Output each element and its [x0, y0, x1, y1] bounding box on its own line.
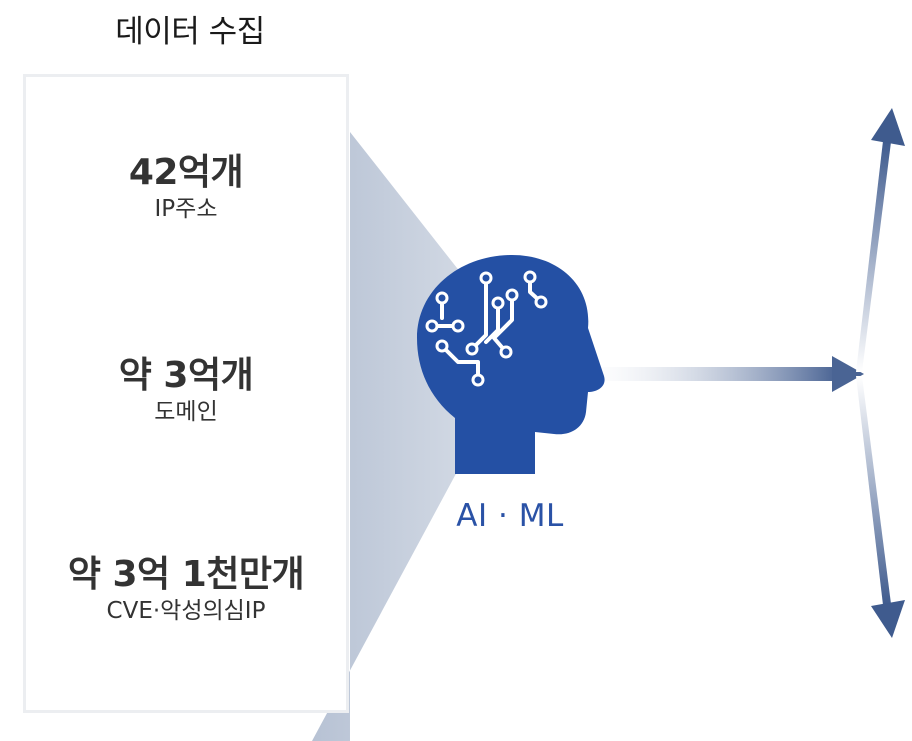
ai-head-icon — [417, 255, 605, 474]
stat-label: IP주소 — [154, 196, 218, 222]
stat-value: 약 3억개 — [118, 355, 254, 396]
stat-domain: 약 3억개 도메인 — [23, 355, 349, 427]
branch-up-arrow — [856, 108, 905, 372]
stat-value: 약 3억 1천만개 — [67, 554, 305, 595]
data-card — [23, 74, 349, 713]
stat-label: CVE·악성의심IP — [106, 598, 266, 624]
stat-label: 도메인 — [154, 399, 218, 425]
funnel-shape — [312, 132, 468, 741]
stat-value: 42억개 — [128, 152, 244, 193]
output-arrow — [588, 356, 864, 392]
section-title: 데이터 수집 — [115, 14, 265, 50]
stat-cve: 약 3억 1천만개 CVE·악성의심IP — [23, 554, 349, 626]
stat-ip: 42억개 IP주소 — [23, 152, 349, 224]
branch-down-arrow — [856, 376, 905, 638]
ai-ml-label: AI · ML — [456, 498, 564, 534]
